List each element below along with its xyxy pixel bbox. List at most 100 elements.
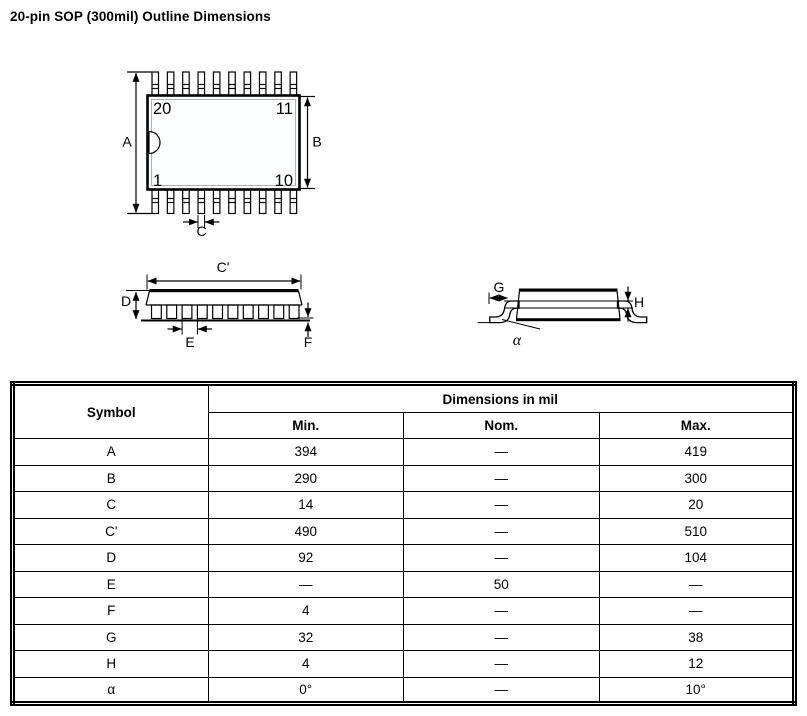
pin bbox=[274, 189, 282, 215]
pin bbox=[228, 71, 236, 97]
max-cell: 300 bbox=[598, 464, 795, 492]
lead bbox=[166, 304, 178, 320]
pin bbox=[151, 71, 160, 97]
pin-number-10: 10 bbox=[275, 172, 293, 190]
pin bbox=[243, 189, 252, 215]
nom-cell: — bbox=[403, 464, 600, 492]
symbol-cell: D bbox=[12, 544, 209, 572]
lead bbox=[181, 304, 193, 320]
body-bottom-bar bbox=[516, 318, 621, 322]
max-cell: 419 bbox=[598, 438, 795, 466]
pin bbox=[212, 71, 221, 97]
label-f: F bbox=[304, 334, 313, 350]
min-cell: 92 bbox=[207, 544, 404, 572]
angle-line bbox=[501, 319, 541, 330]
label-a: A bbox=[122, 134, 132, 150]
dimension-g: G bbox=[488, 279, 508, 304]
label-d: D bbox=[121, 293, 131, 309]
group-header: Dimensions in mil bbox=[207, 383, 795, 413]
max-cell: 510 bbox=[598, 517, 795, 545]
symbol-cell: H bbox=[12, 650, 209, 678]
pin bbox=[243, 71, 252, 97]
min-cell: 290 bbox=[207, 464, 404, 492]
symbol-cell: B bbox=[12, 464, 209, 492]
table-row: E — 50 — bbox=[12, 570, 795, 598]
table-row: G 32 — 38 bbox=[12, 623, 795, 651]
lead bbox=[288, 304, 300, 320]
symbol-header: Symbol bbox=[12, 383, 209, 439]
min-cell: 394 bbox=[207, 438, 404, 466]
nom-cell: 50 bbox=[403, 570, 600, 598]
nom-cell: — bbox=[403, 650, 600, 678]
min-cell: 4 bbox=[207, 650, 404, 678]
label-c: C bbox=[196, 223, 206, 239]
nom-cell: — bbox=[403, 676, 600, 704]
table-row: C' 490 — 510 bbox=[12, 517, 795, 545]
lead bbox=[196, 304, 208, 320]
pin bbox=[182, 189, 190, 215]
label-c-prime: C' bbox=[217, 259, 230, 275]
label-alpha: α bbox=[513, 332, 522, 349]
dimension-d: D bbox=[121, 290, 150, 320]
label-h: H bbox=[634, 294, 644, 310]
min-cell: — bbox=[207, 570, 404, 598]
min-header: Min. bbox=[207, 412, 404, 439]
pin bbox=[212, 189, 221, 215]
symbol-cell: C' bbox=[12, 517, 209, 545]
table-subheader-row: Min. Nom. Max. bbox=[13, 412, 795, 439]
max-cell: 104 bbox=[598, 544, 795, 572]
label-b: B bbox=[312, 134, 321, 150]
nom-header: Nom. bbox=[403, 412, 600, 439]
pin-number-1: 1 bbox=[153, 172, 162, 190]
table-header-row: Symbol Dimensions in mil bbox=[12, 383, 795, 439]
front-leads bbox=[150, 304, 300, 320]
table-row: C 14 — 20 bbox=[12, 491, 795, 519]
pin bbox=[151, 189, 160, 215]
min-cell: 14 bbox=[207, 491, 404, 519]
max-cell: — bbox=[598, 597, 795, 625]
nom-cell: — bbox=[403, 517, 600, 545]
pin1-notch bbox=[148, 130, 161, 155]
page-title: 20-pin SOP (300mil) Outline Dimensions bbox=[10, 9, 271, 24]
pin bbox=[197, 189, 206, 215]
pin bbox=[289, 71, 298, 97]
max-cell: 20 bbox=[598, 491, 795, 519]
nom-cell: — bbox=[403, 491, 600, 519]
pin bbox=[274, 71, 282, 97]
body-edge bbox=[515, 290, 521, 320]
nom-cell: — bbox=[403, 438, 600, 466]
body-edge bbox=[297, 290, 303, 306]
table-row: B 290 — 300 bbox=[12, 464, 795, 492]
top-pins bbox=[151, 71, 298, 97]
label-g: G bbox=[494, 279, 505, 295]
lead bbox=[258, 304, 270, 320]
table-row: A 394 — 419 bbox=[12, 438, 795, 466]
min-cell: 32 bbox=[207, 623, 404, 651]
top-view: 20 11 1 10 A B C bbox=[122, 71, 322, 239]
min-cell: 4 bbox=[207, 597, 404, 625]
nom-cell: — bbox=[403, 544, 600, 572]
max-cell: 10° bbox=[598, 676, 795, 704]
dimension-f: F bbox=[297, 302, 314, 350]
max-header: Max. bbox=[598, 412, 795, 439]
dimension-alpha: α bbox=[501, 319, 541, 349]
max-cell: 12 bbox=[598, 650, 795, 678]
pin bbox=[166, 71, 175, 97]
body-edge bbox=[145, 290, 151, 306]
pin bbox=[182, 71, 190, 97]
lead bbox=[212, 304, 224, 320]
lead bbox=[227, 304, 239, 320]
outline-drawings: 20 11 1 10 A B C C' bbox=[121, 71, 648, 350]
table-row: H 4 — 12 bbox=[12, 650, 795, 678]
lead bbox=[150, 304, 162, 320]
pin bbox=[197, 71, 206, 97]
table-row: D 92 — 104 bbox=[12, 544, 795, 572]
symbol-cell: G bbox=[12, 623, 209, 651]
pin bbox=[228, 189, 236, 215]
end-view: G H α bbox=[477, 279, 648, 349]
dimension-a: A bbox=[122, 71, 152, 215]
nom-cell: — bbox=[403, 597, 600, 625]
pin bbox=[289, 189, 298, 215]
max-cell: 38 bbox=[598, 623, 795, 651]
front-view: C' D E F bbox=[121, 259, 314, 350]
